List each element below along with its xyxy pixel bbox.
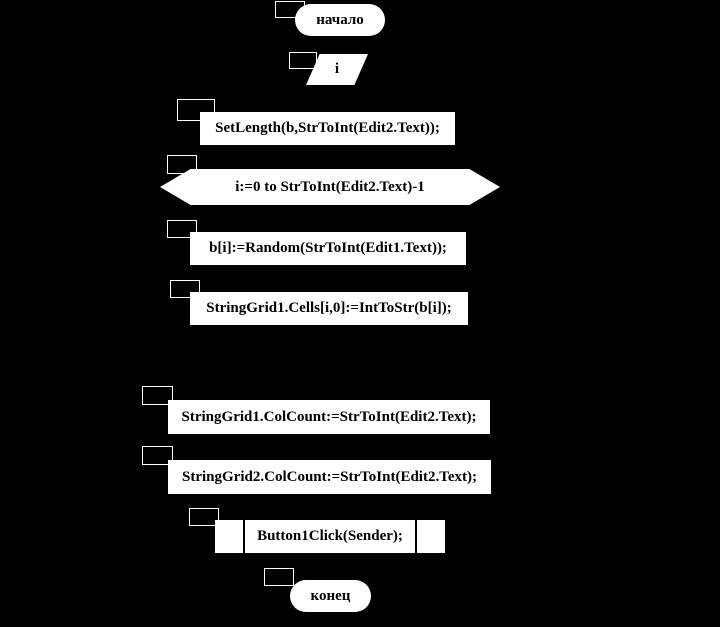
flowchart-node-end: конец	[290, 580, 371, 612]
node-colcount2-label: StringGrid2.ColCount:=StrToInt(Edit2.Tex…	[182, 468, 477, 485]
block-marker-input	[289, 52, 317, 69]
block-marker-colcount1	[142, 386, 173, 405]
flowchart-node-colcount2: StringGrid2.ColCount:=StrToInt(Edit2.Tex…	[168, 460, 491, 494]
block-marker-loop	[167, 155, 197, 174]
block-marker-colcount2	[142, 446, 173, 465]
flowchart-node-loop: i:=0 to StrToInt(Edit2.Text)-1	[160, 169, 500, 205]
node-setlength-label: SetLength(b,StrToInt(Edit2.Text));	[215, 120, 440, 136]
node-start-label: начало	[316, 11, 364, 28]
block-marker-call	[189, 508, 219, 526]
block-marker-end	[264, 568, 294, 586]
flowchart-node-start: начало	[295, 4, 385, 36]
block-marker-random	[167, 220, 197, 238]
node-call-label: Button1Click(Sender);	[257, 528, 403, 544]
node-input-label: i	[334, 61, 340, 77]
flowchart-node-setlength: SetLength(b,StrToInt(Edit2.Text));	[200, 112, 455, 145]
flowchart-node-call: Button1Click(Sender);	[215, 520, 445, 553]
node-cells-label: StringGrid1.Cells[i,0]:=IntToStr(b[i]);	[206, 300, 452, 316]
node-loop-label: i:=0 to StrToInt(Edit2.Text)-1	[235, 178, 425, 195]
flowchart-node-colcount1: StringGrid1.ColCount:=StrToInt(Edit2.Tex…	[168, 400, 490, 434]
node-colcount1-label: StringGrid1.ColCount:=StrToInt(Edit2.Tex…	[181, 408, 477, 425]
predefined-inner-frame: Button1Click(Sender);	[243, 520, 417, 553]
flowchart-node-random: b[i]:=Random(StrToInt(Edit1.Text));	[190, 232, 466, 265]
flowchart-node-cells: StringGrid1.Cells[i,0]:=IntToStr(b[i]);	[190, 292, 468, 325]
node-end-label: конец	[310, 587, 351, 604]
node-random-label: b[i]:=Random(StrToInt(Edit1.Text));	[209, 240, 447, 256]
